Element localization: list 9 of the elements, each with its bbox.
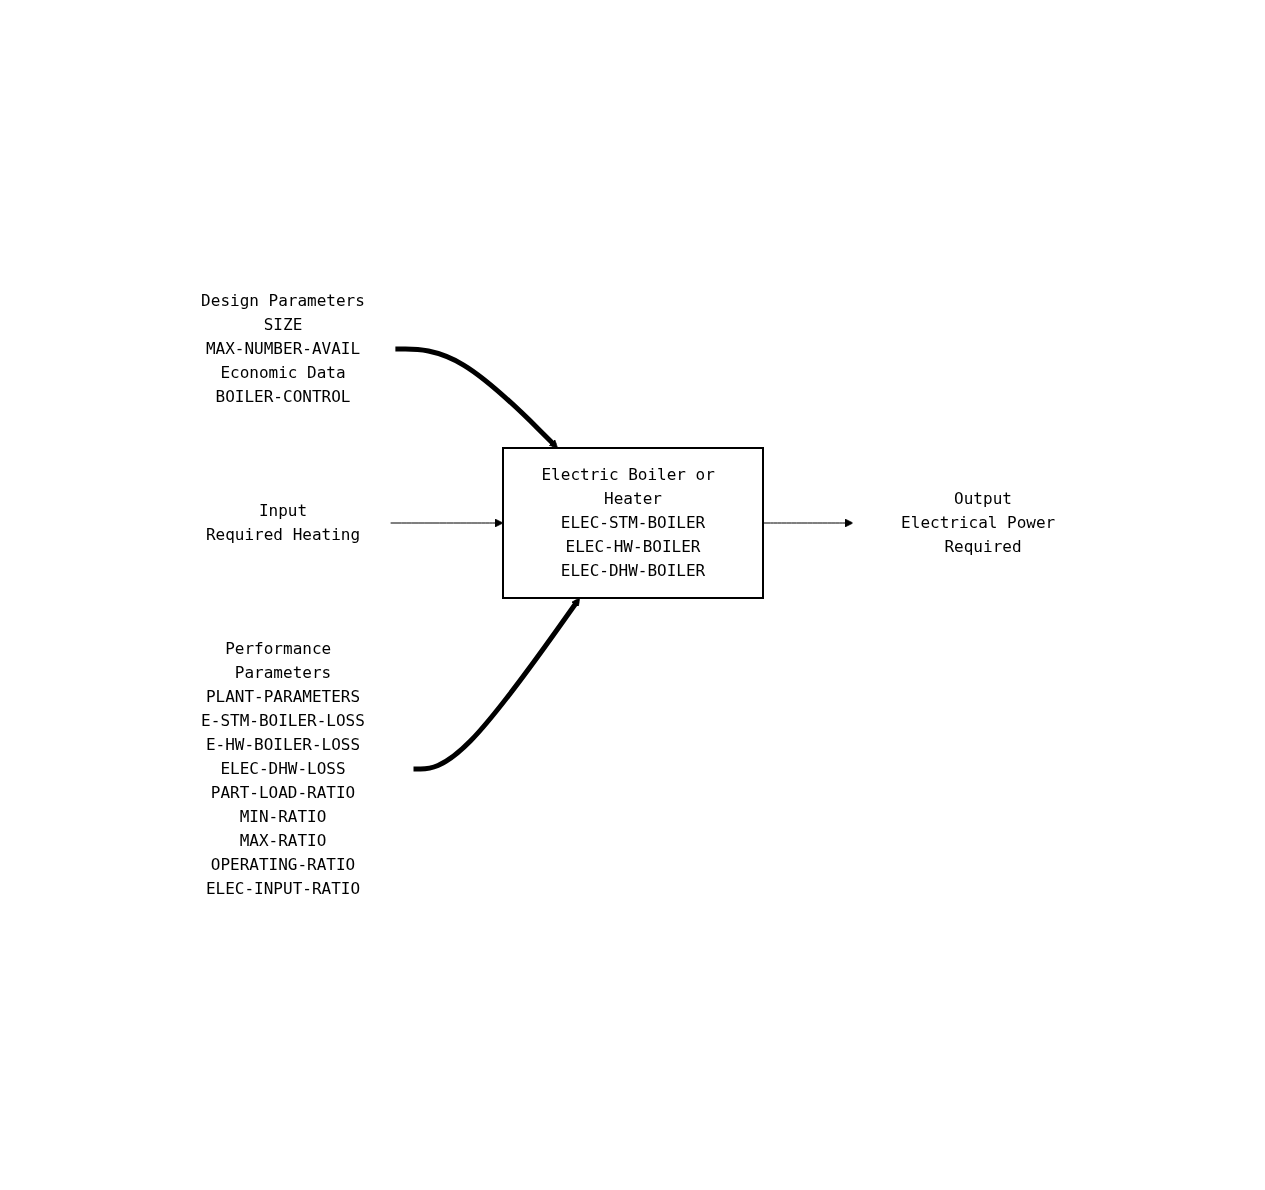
node-text: Input Required Heating <box>205 501 360 544</box>
arrow <box>412 597 580 772</box>
node-text: Output Electrical Power Required <box>900 489 1055 556</box>
arrow <box>762 518 853 528</box>
node-text: Design Parameters SIZE MAX-NUMBER-AVAIL Economic Data BOILER-CONTROL <box>200 291 365 406</box>
node-text: Performance Parameters PLANT-PARAMETERS E-STM-BOILER-LOSS E-HW-BOILER-LOSS ELEC-DHW-LOSS PART-LOAD-RATIO MIN-RATIO MAX-RATIO OPERATING-RATIO ELEC-INPUT-RATIO <box>200 639 365 898</box>
node-box: Electric Boiler or Heater ELEC-STM-BOILER ELEC-HW-BOILER ELEC-DHW-BOILER <box>501 447 764 599</box>
arrow <box>394 346 558 449</box>
arrow <box>389 518 503 528</box>
